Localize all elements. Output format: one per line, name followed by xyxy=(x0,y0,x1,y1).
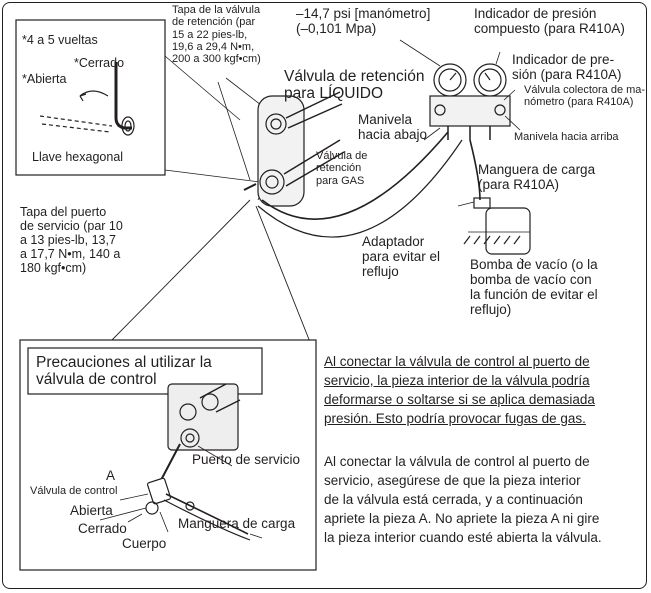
warning-paragraph: Al conectar la válvula de control al pue… xyxy=(324,352,595,428)
instruction-line: servicio, asegúrese de que la pieza inte… xyxy=(324,473,581,488)
hex-wrench-label: Llave hexagonal xyxy=(32,150,124,164)
vacuum-pump-label: Bomba de vacío (o la bomba de vacío con … xyxy=(470,257,598,318)
hex-wrench-illustration xyxy=(39,62,135,136)
point-a-label: A xyxy=(106,468,116,483)
handle-up-label: Manivela hacia arriba xyxy=(514,131,619,143)
service-port-cap-label: Tapa del puerto de servicio (par 10 a 13… xyxy=(20,205,123,275)
manifold-gauge-set xyxy=(429,63,511,140)
service-port-label: Puerto de servicio xyxy=(192,452,301,467)
control-valve-label: Válvula de control xyxy=(30,485,118,497)
hex-wrench-box xyxy=(15,19,166,176)
control-valve-illustration xyxy=(145,383,251,541)
handle-down-label: Manivela hacia abajo xyxy=(358,112,428,143)
instruction-line: Al conectar la válvula de control al pue… xyxy=(324,454,590,469)
liquid-valve-label: Válvula de retención para LÍQUIDO xyxy=(284,68,425,103)
instruction-line: apriete la pieza A. No apriete la pieza … xyxy=(324,511,600,526)
closed-label: *Cerrado xyxy=(74,56,125,70)
charge-hose-label: Manguera de carga (para R410A) xyxy=(478,162,596,193)
warning-line: presión. Esto podría provocar fugas de g… xyxy=(324,411,586,426)
pressure-gauge-label: Indicador de pre- sión (para R410A) xyxy=(512,52,622,83)
instruction-paragraph: Al conectar la válvula de control al pue… xyxy=(324,452,602,547)
valve-cap-label: Tapa de la válvula de retención (par 15 … xyxy=(172,4,261,66)
instruction-line: la pieza interior cuando esté abierta la… xyxy=(324,530,602,545)
manifold-label: Válvula colectora de ma- nómetro (para R… xyxy=(524,84,646,109)
instruction-line: de la válvula está cerrada, y a continua… xyxy=(324,492,583,507)
warning-line: deformarse o soltarse si se aplica demas… xyxy=(324,392,595,407)
pressure-reading-label: –14,7 psi [manómetro] (–0,101 Mpa) xyxy=(296,6,431,37)
body-label: Cuerpo xyxy=(122,536,167,551)
open-position-label: Abierta xyxy=(70,503,113,518)
outdoor-valves xyxy=(243,91,345,207)
warning-line: servicio, la pieza interior de la válvul… xyxy=(324,373,590,388)
adapter-label: Adaptador para evitar el reflujo xyxy=(362,234,441,280)
compound-gauge-label: Indicador de presión compuesto (para R41… xyxy=(474,6,625,37)
precautions-title: Precauciones al utilizar la válvula de c… xyxy=(36,354,212,389)
turns-note: *4 a 5 vueltas xyxy=(22,33,98,47)
gas-valve-label: Válvula de retención para GAS xyxy=(316,150,368,187)
vacuum-pump xyxy=(463,197,531,255)
warning-line: Al conectar la válvula de control al pue… xyxy=(324,354,590,369)
open-label: *Abierta xyxy=(22,72,67,86)
precaution-charge-hose-label: Manguera de carga xyxy=(178,516,296,531)
closed-position-label: Cerrado xyxy=(78,521,127,536)
